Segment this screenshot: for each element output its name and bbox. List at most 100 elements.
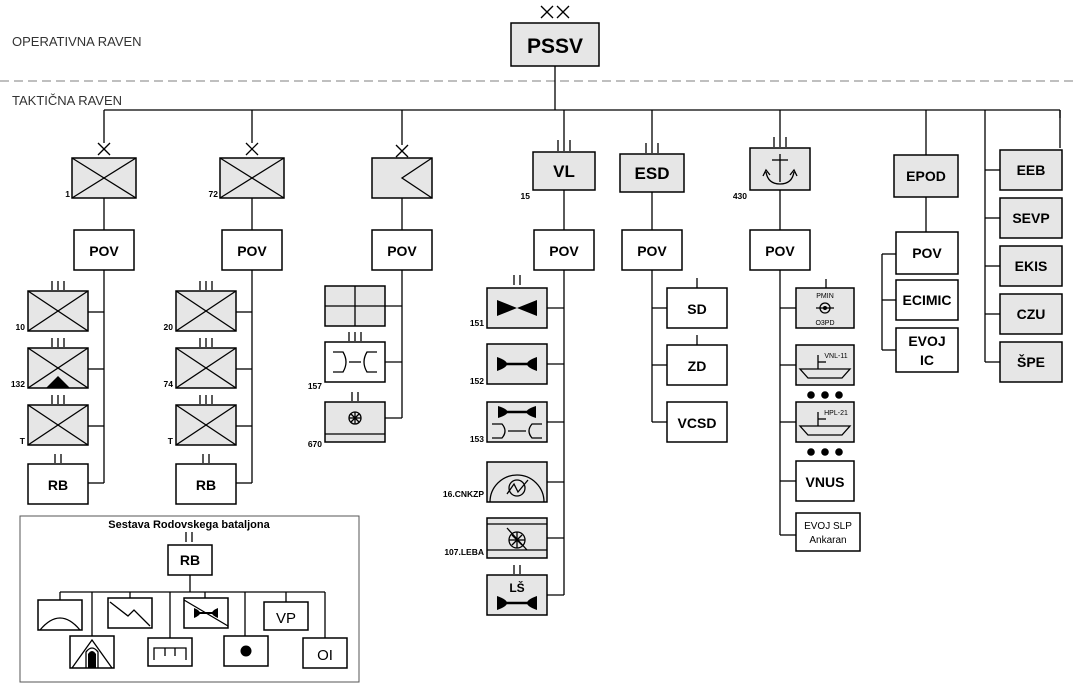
unit-670-label: 670 — [308, 439, 322, 449]
pssv-node: PSSV — [510, 5, 600, 67]
unit-152-label: 152 — [470, 376, 484, 386]
unit-670: 670 — [308, 392, 386, 449]
column-7: EPOD POV ECIMIC EVOJ IC — [881, 154, 959, 373]
unit-sd: SD — [666, 287, 728, 329]
column-5: ESD POV SD ZD VCSD — [619, 143, 728, 443]
unit-t-2-label: T — [168, 436, 174, 446]
unit-74: 74 — [164, 338, 237, 389]
rb-sub-oi: OI — [302, 637, 348, 669]
anchor-icon — [762, 154, 798, 185]
zd-label: ZD — [688, 358, 707, 374]
sd-label: SD — [687, 301, 706, 317]
unit-spe: ŠPE — [999, 341, 1063, 383]
unit-quadrant — [324, 285, 386, 327]
rb-1-label: RB — [48, 477, 68, 493]
column-3: POV 157 670 — [308, 144, 433, 449]
col1-number: 1 — [65, 189, 70, 199]
unit-ls: LŠ — [486, 565, 548, 616]
unit-vcsd: VCSD — [666, 401, 728, 443]
unit-czu: CZU — [999, 293, 1063, 335]
vnl-label: VNL-11 — [824, 353, 847, 360]
unit-ecimic: ECIMIC — [895, 279, 959, 321]
pssv-label: PSSV — [527, 35, 583, 58]
czu-label: CZU — [1017, 306, 1046, 322]
unit-153: 153 — [470, 401, 548, 444]
rb-vp-label: VP — [276, 610, 296, 627]
eeb-label: EEB — [1017, 162, 1046, 178]
col7-pov: POV — [912, 245, 942, 261]
unit-157: 157 — [308, 332, 386, 391]
col1-pov: POV — [89, 243, 119, 259]
unit-evoj-ic: EVOJ IC — [895, 327, 959, 373]
rb-sub-signal — [107, 597, 153, 629]
evoj-slp-line2: Ankaran — [809, 535, 846, 546]
unit-74-label: 74 — [164, 379, 174, 389]
rb-oi-label: OI — [317, 647, 333, 664]
col4-number: 15 — [521, 191, 531, 201]
column-6: 430 POV PMIN O3PD VNL-11 — [733, 137, 861, 552]
rb-sub-bridge — [183, 597, 229, 629]
unit-107-leba: 107.LEBA — [444, 517, 548, 559]
col3-pov: POV — [387, 243, 417, 259]
rb-sub-tent — [69, 635, 115, 669]
unit-10: 10 — [16, 281, 89, 332]
column-2: 72 POV 20 74 T RB — [164, 142, 285, 505]
spe-label: ŠPE — [1017, 353, 1045, 370]
dots-1 — [807, 391, 843, 399]
unit-zd: ZD — [666, 344, 728, 386]
unit-ls-label: LŠ — [509, 580, 524, 595]
pmin-top-label: PMIN — [816, 293, 834, 300]
rb-1: RB — [27, 454, 89, 505]
rb-sub-vp: VP — [263, 601, 309, 631]
unit-vnl-11: VNL-11 — [795, 344, 855, 386]
rb-box-rb: RB — [180, 552, 200, 568]
rb-2: RB — [175, 454, 237, 505]
column-8: EEB SEVP EKIS CZU ŠPE — [984, 110, 1063, 383]
col2-number: 72 — [209, 189, 219, 199]
col6-number: 430 — [733, 191, 747, 201]
unit-107-leba-label: 107.LEBA — [444, 547, 484, 557]
hpl-label: HPL-21 — [824, 410, 848, 417]
unit-pmin: PMIN O3PD — [795, 279, 855, 329]
epod-label: EPOD — [906, 168, 946, 184]
vnus-label: VNUS — [806, 474, 845, 490]
unit-10-label: 10 — [16, 322, 26, 332]
main-connectors — [103, 66, 1061, 155]
unit-152: 152 — [470, 343, 548, 386]
rb-sub-frame — [147, 637, 193, 667]
unit-evoj-slp: EVOJ SLP Ankaran — [795, 512, 861, 552]
unit-151: 151 — [470, 275, 548, 329]
unit-151-label: 151 — [470, 318, 484, 328]
unit-16-cnkzp: 16.CNKZP — [443, 461, 548, 503]
rb-box-title: Sestava Rodovskega bataljona — [108, 519, 270, 531]
unit-hpl-21: HPL-21 — [795, 401, 855, 443]
column-1: 1 POV 10 132 T — [11, 142, 137, 505]
operational-level-label: OPERATIVNA RAVEN — [12, 34, 142, 49]
rb-sub-dot — [223, 635, 269, 667]
esd-label: ESD — [635, 164, 670, 183]
vl-label: VL — [553, 162, 575, 181]
unit-eeb: EEB — [999, 149, 1063, 191]
unit-ekis: EKIS — [999, 245, 1063, 287]
rb-sub-curve — [37, 599, 83, 631]
unit-132: 132 — [11, 338, 89, 389]
evoj-ic-line1: EVOJ — [908, 333, 945, 349]
ekis-label: EKIS — [1015, 258, 1048, 274]
unit-sevp: SEVP — [999, 197, 1063, 239]
unit-t-1-label: T — [20, 436, 26, 446]
unit-157-label: 157 — [308, 381, 322, 391]
rb-composition-box: Sestava Rodovskega bataljona RB — [19, 515, 360, 683]
col6-pov: POV — [765, 243, 795, 259]
tactical-level-label: TAKTIČNA RAVEN — [12, 93, 122, 108]
ecimic-label: ECIMIC — [903, 292, 952, 308]
column-4: VL 15 POV 151 152 — [443, 140, 596, 616]
evoj-slp-line1: EVOJ SLP — [804, 521, 852, 532]
evoj-ic-line2: IC — [920, 352, 934, 368]
col2-pov: POV — [237, 243, 267, 259]
unit-t-1: T — [20, 395, 89, 446]
unit-153-label: 153 — [470, 434, 484, 444]
unit-132-label: 132 — [11, 379, 25, 389]
dots-2 — [807, 448, 843, 456]
unit-t-2: T — [168, 395, 237, 446]
